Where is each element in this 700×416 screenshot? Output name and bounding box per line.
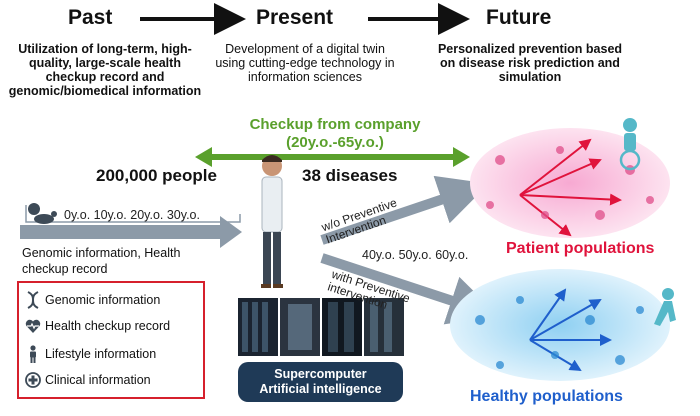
healthy-trajectory-arrows [529,288,612,372]
header-past: Past [68,6,113,29]
checkup-range-arrow [195,147,470,167]
age-labels-past: 0y.o. 10y.o. 20y.o. 30y.o. [64,208,200,222]
healthy-cloud-icons [475,296,644,369]
legend-item-lifestyle: Lifestyle information [25,345,156,363]
legend-label: Health checkup record [45,319,171,333]
person-icon [30,345,36,363]
stat-diseases: 38 diseases [302,166,398,185]
dna-icon [27,291,39,309]
thinking-man-icon [261,155,283,288]
wheelchair-person-icon [619,118,641,171]
healthy-cloud [450,269,670,381]
legend-item-checkup: Health checkup record [25,318,170,334]
branch-arrow-with [320,253,499,325]
past-caption: Genomic information, Health checkup reco… [22,246,181,276]
age-labels-future: 40y.o. 50y.o. 60y.o. [362,248,469,262]
legend-label: Genomic information [45,293,161,307]
past-description: Utilization of long-term, high-quality, … [8,42,202,98]
supercomputer-line1: Supercomputer [274,367,367,381]
legend-label: Clinical information [45,373,151,387]
patient-populations-label: Patient populations [506,240,655,257]
present-description: Development of a digital twin using cutt… [215,42,395,84]
baby-icon [28,203,57,224]
runner-icon [654,288,676,326]
legend-box: Genomic information Health checkup recor… [17,281,205,399]
supercomputer-badge: Supercomputer Artificial intelligence [238,362,403,402]
checkup-line1: Checkup from company [249,116,421,133]
healthy-populations-label: Healthy populations [470,388,623,405]
stat-people: 200,000 people [96,166,217,185]
branch-arrow-without [320,175,489,245]
medical-cross-icon [25,372,41,388]
header-present: Present [256,6,334,29]
header-future: Future [486,6,552,29]
legend-label: Lifestyle information [45,347,157,361]
supercomputer-photos [238,298,404,356]
patient-cloud [470,128,670,238]
past-timeline-arrow [20,205,242,248]
legend-item-genomic: Genomic information [25,291,160,309]
checkup-line2: (20y.o.-65y.o.) [286,134,384,151]
heart-pulse-icon [25,319,41,333]
checkup-label: Checkup from company (20y.o.-65y.o.) [220,116,450,152]
legend-item-clinical: Clinical information [25,372,151,388]
future-description: Personalized prevention based on disease… [437,42,623,84]
supercomputer-line2: Artificial intelligence [259,382,382,396]
